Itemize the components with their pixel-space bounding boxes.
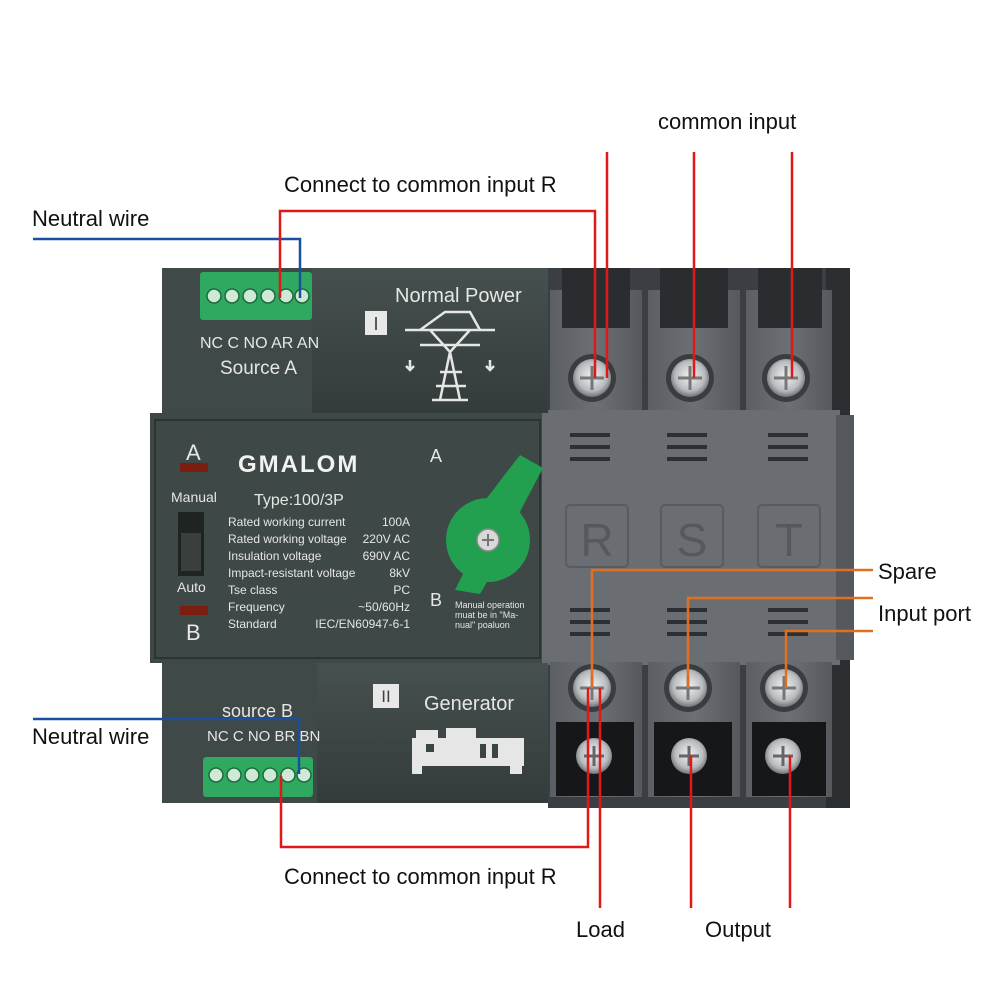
spec-value: 690V AC (363, 549, 411, 563)
annotation-labels: common input Connect to common input R N… (32, 109, 971, 942)
indicator-b-letter: B (186, 620, 201, 645)
spec-value: IEC/EN60947-6-1 (315, 617, 410, 631)
screw-low-s (671, 738, 707, 774)
common-input-label: common input (658, 109, 796, 134)
screw-low-r (576, 738, 612, 774)
screw-mid-t (760, 664, 808, 712)
type-label: Type:100/3P (254, 492, 344, 509)
spec-label: Insulation voltage (228, 549, 322, 563)
spec-value: PC (393, 583, 410, 597)
red-wires (278, 152, 794, 908)
spec-label: Rated working current (228, 515, 346, 529)
terminals-b-label: NC C NO BR BN (207, 728, 320, 745)
spare-wire (590, 568, 873, 688)
control-panel: A Manual Auto B GMALOM Type:100/3P Rated… (150, 413, 543, 663)
generator-title: Generator (424, 693, 514, 715)
screw-top-t (762, 354, 810, 402)
neutral-bottom-label: Neutral wire (32, 724, 149, 749)
blue-neutral-wires (33, 237, 302, 774)
switch-b-letter: B (430, 590, 442, 610)
svg-text:muat be in "Ma-: muat be in "Ma- (455, 610, 518, 620)
brand-logo: GMALOM (238, 451, 359, 478)
spec-value: 100A (382, 515, 410, 529)
indicator-b-led (180, 606, 208, 615)
spec-value: 8kV (389, 566, 410, 580)
roman-one: I (373, 314, 378, 334)
source-a-label: Source A (220, 358, 297, 379)
phase-label-t: T (775, 514, 803, 566)
spare-label: Spare (878, 559, 937, 584)
spec-table: Rated working current 100A Rated working… (228, 515, 410, 631)
load-label: Load (576, 917, 625, 942)
roman-two-badge (373, 684, 399, 708)
connect-top-label: Connect to common input R (284, 172, 557, 197)
neutral-wire-top (33, 237, 302, 298)
spec-value: 220V AC (363, 532, 411, 546)
roman-two: II (381, 687, 390, 706)
input-port-wire-1 (686, 596, 873, 688)
screw-top-r (568, 354, 616, 402)
bottom-module: source B NC C NO BR BN II Generator (162, 663, 548, 803)
normal-power-title: Normal Power (395, 285, 522, 307)
roman-one-badge (365, 311, 387, 335)
spec-label: Frequency (228, 600, 285, 614)
indicator-a-letter: A (186, 440, 201, 465)
neutral-wire-bottom (33, 717, 301, 774)
source-b-label: source B (222, 701, 293, 721)
indicator-a-led (180, 463, 208, 472)
phase-label-r: R (580, 514, 613, 566)
phase-labels: R S T (565, 504, 821, 568)
switch-a-letter: A (430, 446, 442, 466)
neutral-top-label: Neutral wire (32, 206, 149, 231)
spec-label: Impact-resistant voltage (228, 566, 356, 580)
connect-bottom-label: Connect to common input R (284, 864, 557, 889)
input-port-label: Input port (878, 601, 971, 626)
connect-wire-top (278, 209, 597, 378)
phase-label-s: S (677, 514, 708, 566)
spec-label: Tse class (228, 583, 277, 597)
output-label: Output (705, 917, 771, 942)
spec-value: ~50/60Hz (358, 600, 410, 614)
orange-wires (590, 568, 873, 688)
svg-text:nual" poaluon: nual" poaluon (455, 620, 510, 630)
generator-icon (412, 728, 524, 774)
svg-text:Manual operation: Manual operation (455, 600, 525, 610)
auto-label: Auto (177, 579, 206, 595)
terminals-a-label: NC C NO AR AN (200, 335, 319, 352)
input-port-wire-2 (784, 629, 873, 688)
top-module: NC C NO AR AN Source A I Normal Power (162, 268, 548, 413)
spec-label: Rated working voltage (228, 532, 347, 546)
rotary-switch-knob[interactable] (446, 455, 543, 594)
manual-operation-note: Manual operation muat be in "Ma- nual" p… (455, 600, 525, 630)
spec-label: Standard (228, 617, 277, 631)
screw-top-s (666, 354, 714, 402)
manual-label: Manual (171, 489, 217, 505)
vent-slots (570, 433, 808, 636)
connect-wire-bottom (279, 688, 590, 849)
power-pylon-icon (405, 310, 495, 402)
screw-low-t (765, 738, 801, 774)
